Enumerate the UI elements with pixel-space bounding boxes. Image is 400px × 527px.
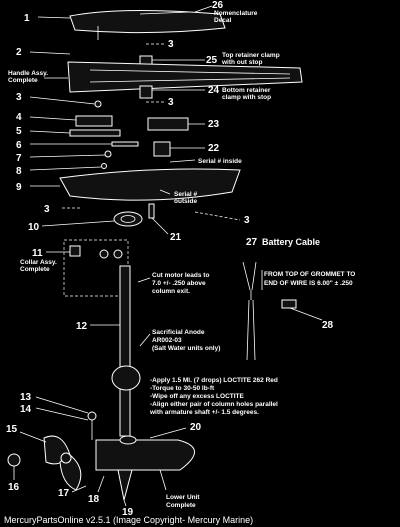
bottom-retainer-clamp-part: 24 Bottom retainer clamp with stop — [139, 85, 271, 101]
dimension-3-top: 3 — [146, 39, 174, 50]
callout-24: 24 — [208, 85, 220, 96]
callout-3-left: 3 — [16, 92, 22, 103]
callout-5: 5 — [16, 126, 22, 137]
callout-1: 1 — [24, 13, 30, 24]
handle-assembly-part: Handle Assy. Complete — [8, 61, 303, 93]
label-serial-inside: Serial # inside — [198, 158, 242, 165]
label-serial-outside-2: outside — [174, 198, 197, 205]
label-collar-2: Complete — [20, 266, 50, 273]
lower-unit-hardware: 17 18 19 — [58, 469, 134, 518]
column-shaft-part: 12 — [76, 265, 131, 437]
label-top-clamp-1: Top retainer clamp — [222, 52, 280, 59]
callout-23: 23 — [208, 119, 220, 130]
label-battery-cable: Battery Cable — [262, 237, 320, 247]
callout-28: 28 — [322, 320, 334, 331]
callout-11: 11 — [32, 248, 43, 259]
callout-6: 6 — [16, 140, 22, 151]
callout-25: 25 — [206, 55, 218, 66]
label-grommet-2: END OF WIRE IS 6.00" ± .250 — [264, 280, 353, 287]
callout-3-mid: 3 — [168, 97, 174, 108]
note-line-4: -Align either pair of column holes paral… — [150, 401, 278, 408]
screw-part-2: 2 — [16, 26, 99, 58]
motor-housing-part: 20 — [95, 422, 202, 471]
bracket-part-4-5: 4 5 — [16, 112, 121, 137]
label-grommet-1: FROM TOP OF GROMMET TO — [264, 271, 355, 278]
dimension-3-lower: 3 3 — [44, 204, 250, 226]
label-handle-2: Complete — [8, 77, 38, 84]
label-lower-unit-2: Complete — [166, 502, 196, 509]
callout-21: 21 — [170, 232, 182, 243]
loctite-notes: -Apply 1.5 Ml. (7 drops) LOCTITE 262 Red… — [149, 377, 278, 416]
sacrificial-anode-part: Sacrificial Anode AR002-03 (Salt Water u… — [111, 329, 220, 391]
callout-3-lower-right: 3 — [244, 215, 250, 226]
label-top-clamp-2: with out stop — [221, 59, 262, 66]
callout-16: 16 — [8, 482, 20, 493]
ring-part-10: 10 — [28, 211, 143, 233]
dimension-3-mid: 3 — [146, 97, 174, 108]
callout-3-lower-left: 3 — [44, 204, 50, 215]
callout-15: 15 — [6, 424, 18, 435]
spacer-part-23: 23 — [147, 117, 220, 131]
small-hardware-6-7-8: 6 7 8 — [16, 140, 139, 177]
note-line-3: -Wipe off any excess LOCTITE — [150, 393, 245, 400]
callout-14: 14 — [20, 404, 32, 415]
callout-22: 22 — [208, 143, 220, 154]
callout-10: 10 — [28, 222, 40, 233]
callout-18: 18 — [88, 494, 100, 505]
lower-housing-part: 9 — [16, 168, 241, 201]
label-bottom-clamp-1: Bottom retainer — [222, 87, 271, 94]
label-serial-outside-1: Serial # — [174, 191, 198, 198]
note-line-1: -Apply 1.5 Ml. (7 drops) LOCTITE 262 Red — [150, 377, 278, 384]
lower-unit-label-group: Lower Unit Complete — [159, 469, 200, 509]
pin-part-3: 3 — [16, 92, 102, 108]
label-cut-motor-2: 7.0 +/- .250 above — [152, 280, 206, 287]
callout-13: 13 — [20, 392, 32, 403]
label-handle-1: Handle Assy. — [8, 70, 48, 77]
callout-19: 19 — [122, 507, 134, 518]
label-anode-3: (Salt Water units only) — [152, 345, 220, 352]
copyright-footer: MercuryPartsOnline v2.5.1 (Image Copyrig… — [4, 515, 253, 525]
callout-8: 8 — [16, 166, 22, 177]
callout-2: 2 — [16, 47, 22, 58]
top-cover-part: 1 — [24, 9, 226, 34]
decal-part: 26 Nomenclature Decal — [139, 0, 258, 24]
callout-26: 26 — [212, 0, 224, 11]
hardware-13-14: 13 14 — [20, 392, 97, 440]
callout-7: 7 — [16, 153, 22, 164]
note-line-2: -Torque to 30-50 lb-ft — [150, 385, 215, 392]
label-lower-unit-1: Lower Unit — [166, 494, 200, 501]
label-anode-1: Sacrificial Anode — [152, 329, 205, 336]
label-collar-1: Collar Assy. — [20, 259, 57, 266]
callout-27: 27 — [246, 237, 258, 248]
switch-part-22: 22 — [153, 141, 220, 157]
collar-assembly-part: 11 Collar Assy. Complete — [20, 239, 129, 297]
callout-12: 12 — [76, 321, 88, 332]
label-nomenclature-2: Decal — [214, 17, 232, 24]
screw-part-21: 21 — [148, 203, 182, 243]
label-anode-2: AR002-03 — [152, 337, 182, 344]
note-line-5: with armature shaft +/- 1.5 degrees. — [149, 409, 259, 416]
label-bottom-clamp-2: clamp with stop — [222, 94, 271, 101]
battery-cable-part: 27 Battery Cable FROM TOP OF GROMMET TO … — [242, 237, 355, 361]
callout-3-top: 3 — [168, 39, 174, 50]
cut-motor-note: Cut motor leads to 7.0 +/- .250 above co… — [137, 272, 209, 295]
label-cut-motor-3: column exit. — [152, 288, 190, 295]
callout-9: 9 — [16, 182, 22, 193]
callout-17: 17 — [58, 488, 70, 499]
propeller-part: 15 16 — [6, 424, 82, 493]
serial-outside-label-group: Serial # outside — [159, 189, 198, 205]
serial-inside-label-group: Serial # inside — [169, 158, 242, 165]
label-nomenclature-1: Nomenclature — [214, 10, 258, 17]
callout-4: 4 — [16, 112, 22, 123]
callout-20: 20 — [190, 422, 202, 433]
label-cut-motor-1: Cut motor leads to — [152, 272, 209, 279]
